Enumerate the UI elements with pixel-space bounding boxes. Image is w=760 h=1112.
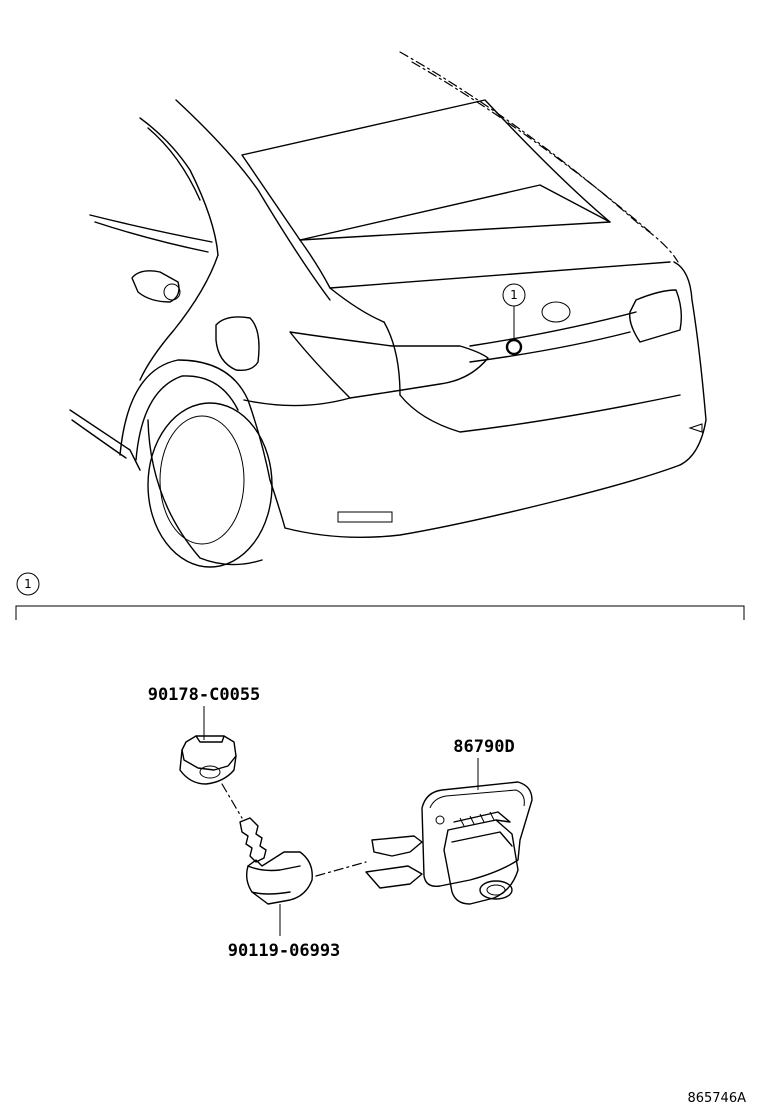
- screw-part-number: 90119-06993: [228, 941, 341, 961]
- car-rear-illustration: [69, 51, 707, 568]
- camera-location-marker: [505, 338, 523, 356]
- clip-part-number: 90178-C0055: [148, 685, 261, 705]
- section-callout-number: 1: [24, 577, 32, 591]
- car-callout-number: 1: [510, 288, 518, 302]
- camera-part-number: 86790D: [453, 737, 514, 757]
- screw-part: 90119-06993: [228, 817, 367, 961]
- camera-part: 86790D: [365, 737, 533, 905]
- figure-code: 865746A: [687, 1091, 746, 1106]
- clip-part: 90178-C0055: [148, 685, 261, 819]
- section-bracket: 1: [15, 572, 745, 620]
- car-callout: 1: [502, 283, 526, 356]
